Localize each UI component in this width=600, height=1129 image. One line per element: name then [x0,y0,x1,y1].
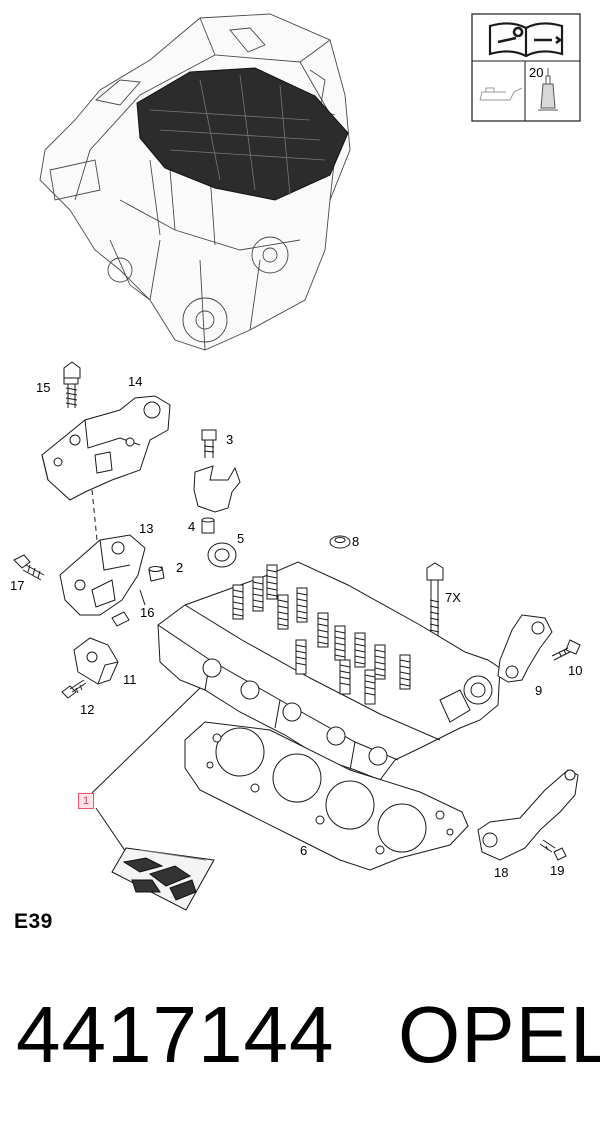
service-box-quantity-label: 20 [529,65,544,80]
part-10-bolt [551,639,581,661]
part-14-mount-bracket [41,395,171,501]
service-info-box [471,13,581,122]
part-15-bolt [63,361,81,408]
callout-16: 16 [140,605,155,620]
part-1-gasket-kit-bag [111,847,215,911]
part-17-bolt [13,554,45,581]
sealant-tube-icon [538,68,558,111]
section-code: E39 [14,910,53,933]
callout-4: 4 [188,519,196,534]
assembly-guide-line [91,489,98,541]
part-9-bracket [497,614,553,683]
part-12-bolt [61,679,87,699]
part-16-dowel [111,611,130,627]
callout-11: 11 [123,672,137,687]
callout-2: 2 [176,560,184,575]
part-11-plate [73,637,119,685]
part-16-leader [139,589,146,606]
part-number: 4417144 [16,990,335,1079]
valve-spring-set [232,564,411,705]
part-8-cap [329,535,351,549]
callout-10: 10 [568,663,583,678]
callout-13: 13 [139,521,154,536]
part-1-leader-lines [91,687,201,859]
callout-9: 9 [535,683,543,698]
callout-1: 1 [78,793,94,809]
cylinder-head-highlight [136,67,349,201]
part-5-seal-ring [207,542,237,568]
part-7x-head-bolt [426,562,444,636]
oil-can-icon [479,87,523,101]
callout-15: 15 [36,380,51,395]
callout-7x: 7X [445,590,461,605]
part-3-clip-bracket [193,465,241,513]
part-6-head-gasket [184,721,469,871]
callout-8: 8 [352,534,360,549]
part-19-bolt [539,839,567,861]
callout-3: 3 [226,432,234,447]
brand-name: OPEL [398,990,600,1079]
part-2-sleeve [148,566,165,582]
callout-5: 5 [237,531,245,546]
callout-17: 17 [10,578,25,593]
part-3-bolt [201,429,217,458]
callout-12: 12 [80,702,95,717]
part-13-bracket [59,534,146,616]
callout-14: 14 [128,374,143,389]
repair-manual-icon [488,22,564,58]
part-18-bracket [477,769,579,861]
callout-18: 18 [494,865,509,880]
callout-19: 19 [550,863,565,878]
callout-6: 6 [300,843,308,858]
part-4-sleeve [201,517,215,534]
